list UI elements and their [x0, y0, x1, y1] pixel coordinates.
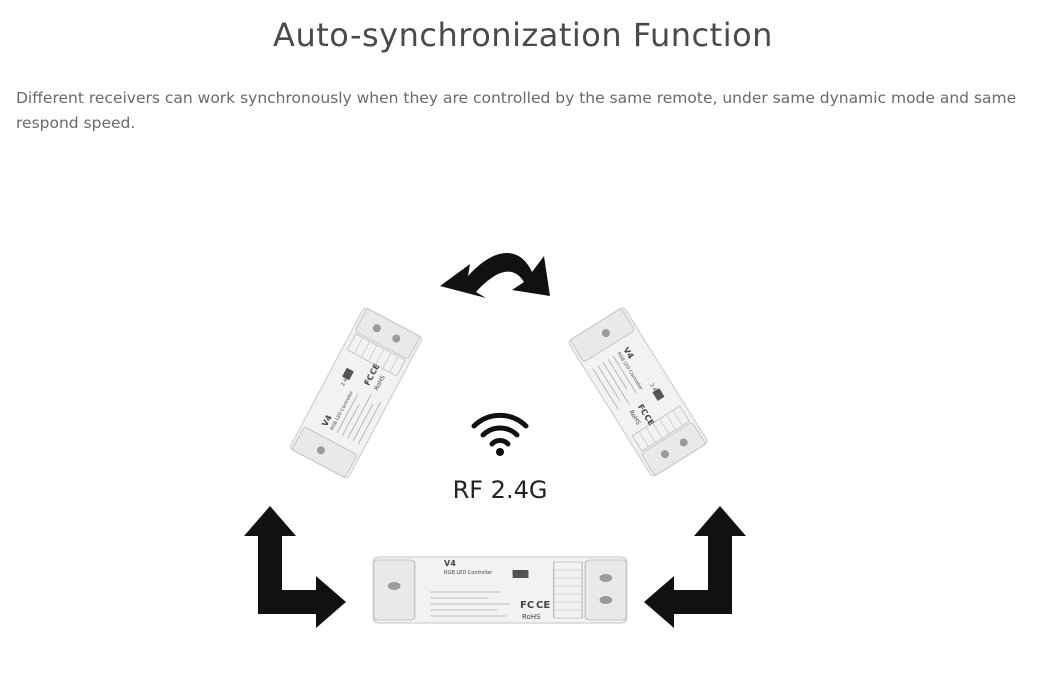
page-title: Auto-synchronization Function	[273, 16, 773, 54]
arrow-right-icon	[644, 506, 746, 628]
arrow-left-icon	[244, 506, 346, 628]
receiver-ce-mark: CE	[536, 600, 550, 611]
description-text: Different receivers can work synchronous…	[16, 89, 1017, 132]
rf-frequency-label: RF 2.4G	[452, 476, 548, 504]
arrow-top-icon	[440, 252, 550, 298]
receiver-model-label: V4	[444, 559, 456, 568]
receiver-rohs-mark: RoHS	[522, 613, 541, 621]
receiver-product-label: RGB LED Controller	[444, 570, 493, 576]
receiver-device-left: V4 RGB LED Controller 2.4G FC CE RoHS	[288, 306, 424, 480]
receiver-device-right: V4 RGB LED Controller 2.4G FC CE RoHS	[567, 306, 709, 478]
receiver-device-bottom	[372, 556, 628, 624]
receiver-band-label: 2.4G	[512, 570, 524, 576]
receiver-bottom-labels: V4 RGB LED Controller 2.4G FC CE RoHS	[444, 559, 550, 621]
wifi-icon	[471, 412, 529, 456]
receiver-band-label: 2.4G	[340, 374, 351, 387]
receiver-fc-mark: FC	[520, 600, 534, 611]
receiver-band-label: 2.4G	[648, 382, 659, 395]
